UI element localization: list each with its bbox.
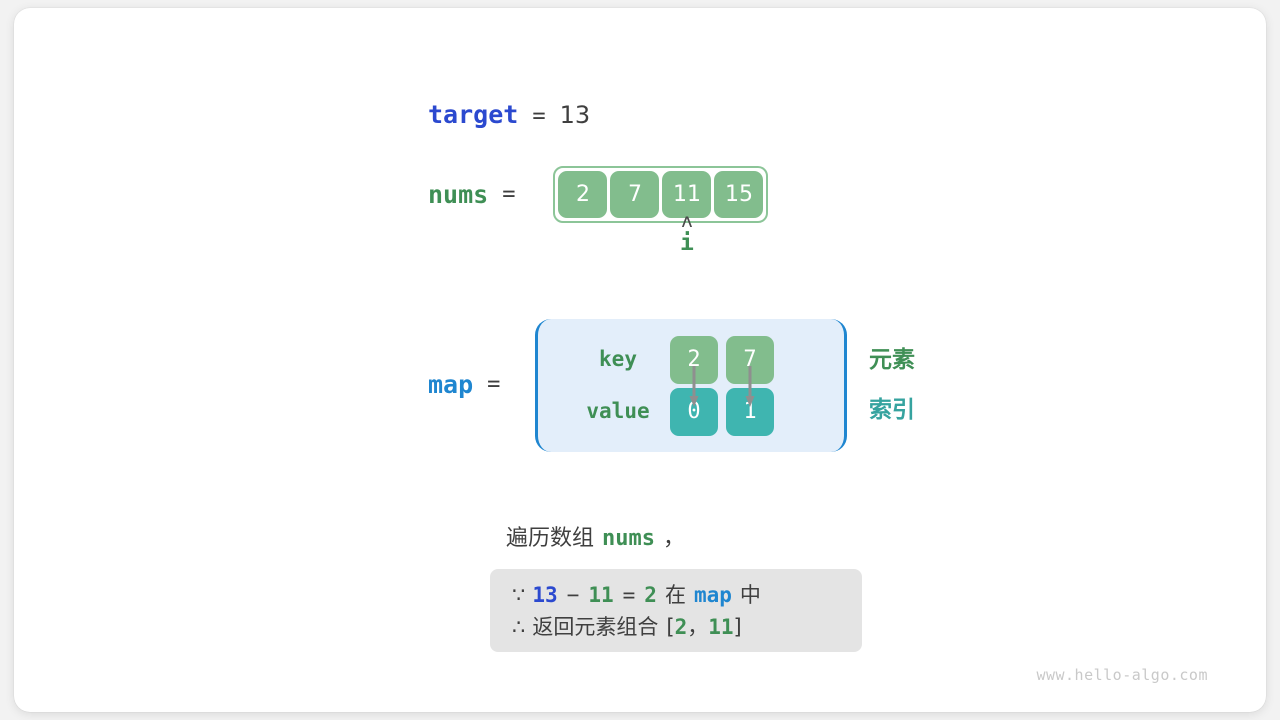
bracket-open: [ <box>666 615 675 639</box>
array-cell: 11 <box>662 171 712 218</box>
array-cell: 15 <box>714 171 764 218</box>
map-value-label: value <box>586 399 650 423</box>
index-pointer: ʌ i <box>662 210 712 258</box>
because-symbol: ∵ <box>512 583 526 607</box>
conclusion-return-text: 返回元素组合 <box>532 615 659 639</box>
caption-prefix: 遍历数组 <box>506 526 595 551</box>
map-legend: 元素 索引 <box>869 344 915 426</box>
conclusion-map-token: map <box>693 583 732 607</box>
map-variable-name: map <box>428 370 474 399</box>
map-entry: 7 1 <box>726 335 774 436</box>
target-variable-name: target <box>428 100 519 129</box>
target-value: 13 <box>559 101 591 129</box>
minus-symbol: − <box>566 583 580 607</box>
caption-suffix: ， <box>663 526 686 551</box>
map-key-cell: 2 <box>670 335 718 384</box>
map-row: map = <box>428 370 500 399</box>
index-pointer-label: i <box>680 230 694 256</box>
legend-value-meaning: 索引 <box>869 397 915 423</box>
map-entries: 2 0 7 1 <box>670 335 774 436</box>
conclusion-pair-first: 2 <box>674 615 688 639</box>
pair-comma: ， <box>687 615 709 639</box>
map-container: key value 2 0 7 1 <box>535 319 847 452</box>
legend-key-meaning: 元素 <box>869 347 915 373</box>
map-value-cell: 1 <box>726 387 774 436</box>
conclusion-tail-text: 中 <box>739 583 761 607</box>
map-row-labels: key value <box>568 340 668 431</box>
bracket-close: ] <box>733 615 742 639</box>
conclusion-complement-value: 2 <box>644 583 657 607</box>
caption-text: 遍历数组 nums ， <box>506 520 685 552</box>
nums-row: nums = 2 7 11 15 <box>428 166 769 223</box>
map-entry: 2 0 <box>670 335 718 436</box>
equals-symbol: = <box>622 583 636 607</box>
nums-variable-name: nums <box>428 180 489 209</box>
map-value-cell: 0 <box>670 387 718 436</box>
conclusion-line-2: ∴返回元素组合 [2，11] <box>512 611 840 643</box>
conclusion-current-value: 11 <box>588 583 614 607</box>
target-row: target = 13 <box>428 100 590 129</box>
watermark: www.hello-algo.com <box>1036 666 1208 684</box>
conclusion-target-value: 13 <box>532 583 558 607</box>
nums-equals-sign: = <box>502 181 516 207</box>
therefore-symbol: ∴ <box>512 615 526 639</box>
array-container: 2 7 11 15 <box>553 166 769 223</box>
map-key-cell: 7 <box>726 335 774 384</box>
map-inner: key value 2 0 7 1 <box>538 319 844 452</box>
caption-code-nums: nums <box>602 526 655 551</box>
array-cell: 7 <box>610 171 660 218</box>
conclusion-pair-second: 11 <box>708 615 734 639</box>
target-equals-sign: = <box>532 104 546 129</box>
map-equals-sign: = <box>487 372 501 397</box>
caret-up-icon: ʌ <box>681 210 693 232</box>
map-key-label: key <box>599 347 637 371</box>
diagram-card: target = 13 nums = 2 7 11 15 ʌ i map = <box>14 8 1266 712</box>
conclusion-in-text: 在 <box>664 583 686 607</box>
array-cell: 2 <box>558 171 608 218</box>
